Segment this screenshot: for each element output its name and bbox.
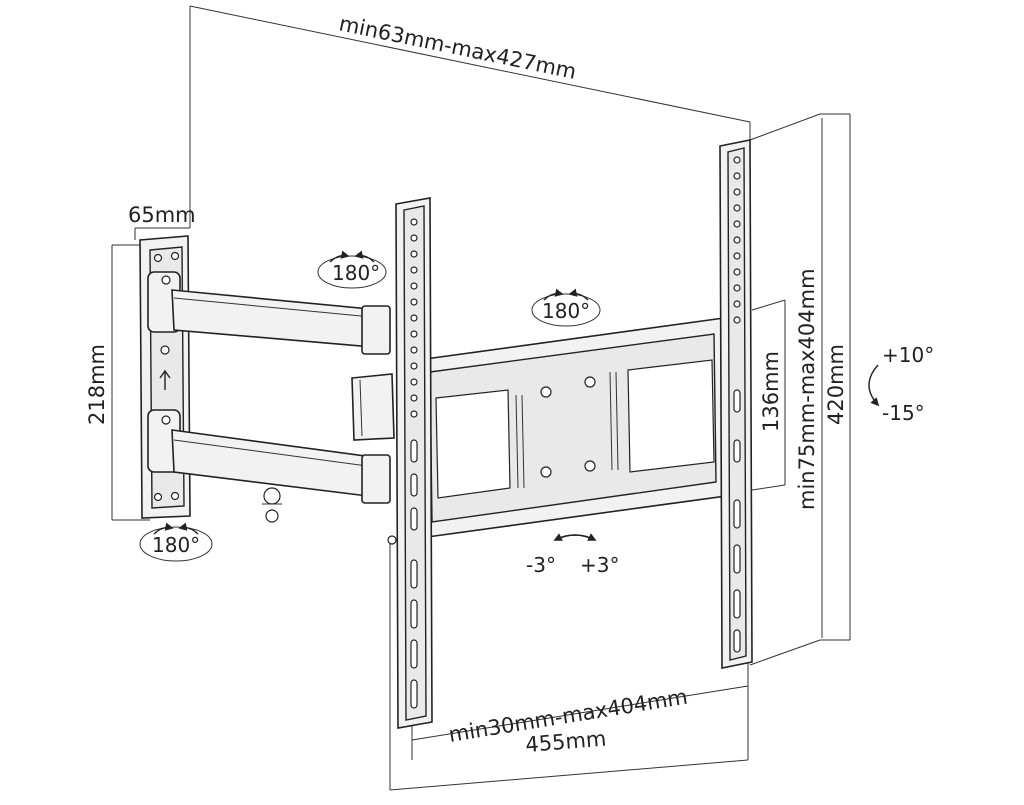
- level-right-label: +3°: [580, 553, 619, 577]
- inner-spacing-label: 136mm: [759, 351, 783, 432]
- wall-swivel-label: 180°: [152, 533, 200, 557]
- swing-arms: [171, 289, 395, 523]
- vesa-vertical-label: min75mm-max404mm: [795, 268, 819, 510]
- wall-plate: [139, 235, 191, 519]
- tilt-up-label: +10°: [882, 343, 934, 367]
- left-rail-holes: [410, 218, 418, 709]
- tilt-down-label: -15°: [882, 401, 925, 425]
- horizontal-bracket: [417, 317, 727, 539]
- rotation-symbols: [139, 250, 880, 562]
- wall-plate-depth-label: 65mm: [128, 203, 196, 227]
- overall-depth-label: min63mm-max427mm: [337, 11, 578, 83]
- wall-plate-height-label: 218mm: [85, 344, 109, 425]
- bracket-height-label: 420mm: [824, 344, 848, 425]
- total-width-label: 455mm: [524, 727, 607, 757]
- left-vertical-rail: [387, 197, 433, 729]
- angle-labels: 180° 180° 180° +10° -15° -3° +3°: [152, 261, 934, 577]
- tv-swivel-label: 180°: [542, 299, 590, 323]
- dimension-lines: [111, 5, 851, 791]
- arm-swivel-label: 180°: [332, 261, 380, 285]
- right-vertical-rail: [719, 139, 753, 669]
- level-left-label: -3°: [526, 553, 556, 577]
- right-rail-holes: [733, 156, 741, 653]
